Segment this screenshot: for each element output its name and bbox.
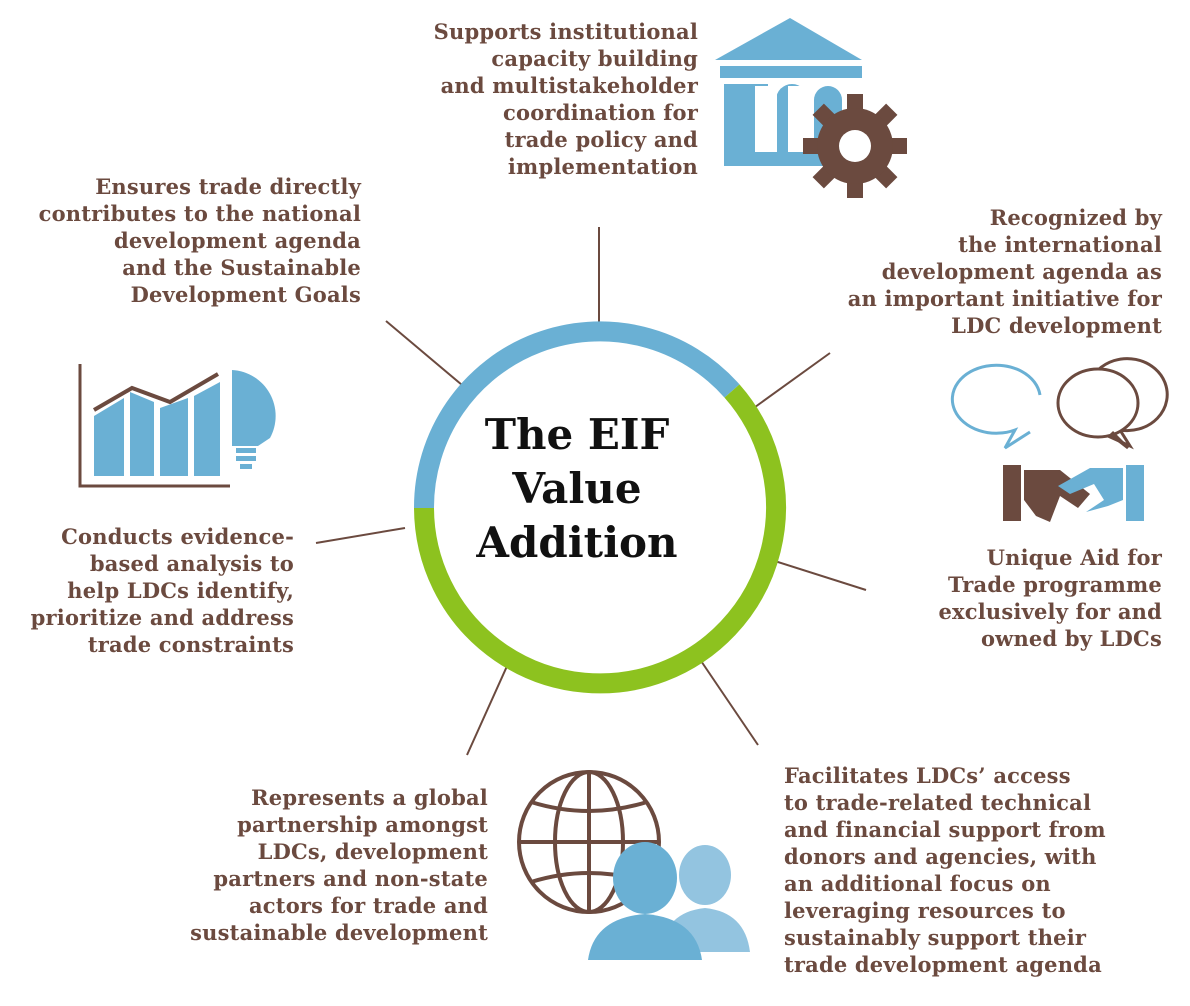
value-ring: [413, 321, 786, 694]
node-ensures-text: Ensures trade directly contributes to th…: [38, 174, 361, 307]
node-analysis-text: Conducts evidence- based analysis to hel…: [30, 524, 294, 657]
chat-bubbles-icon: [950, 357, 1169, 450]
connector-lines: [315, 227, 867, 756]
ring-green-arc: [414, 384, 786, 694]
center-title: The EIF Value Addition: [476, 410, 678, 567]
ring-blue-arc: [413, 321, 740, 509]
connector-unique: [761, 556, 867, 591]
node-recognized-text: Recognized by the international developm…: [847, 205, 1162, 338]
node-capacity-text: Supports institutional capacity building…: [433, 19, 698, 179]
node-facilitates-text: Facilitates LDCs’ access to trade-relate…: [784, 763, 1106, 977]
connector-partnership: [466, 654, 513, 756]
connector-analysis: [315, 527, 406, 544]
node-partnership-text: Represents a global partnership amongst …: [190, 785, 488, 945]
node-unique-text: Unique Aid for Trade programme exclusive…: [938, 545, 1162, 651]
people-icon: [588, 842, 750, 960]
globe-icon: [517, 770, 661, 914]
institution-gear-icon: [715, 18, 907, 198]
connector-recognized: [743, 352, 831, 416]
connector-facilitates: [696, 654, 759, 746]
handshake-icon: [1003, 465, 1144, 522]
connector-ensures: [385, 320, 463, 386]
bar-chart-lightbulb-icon: [78, 364, 276, 488]
